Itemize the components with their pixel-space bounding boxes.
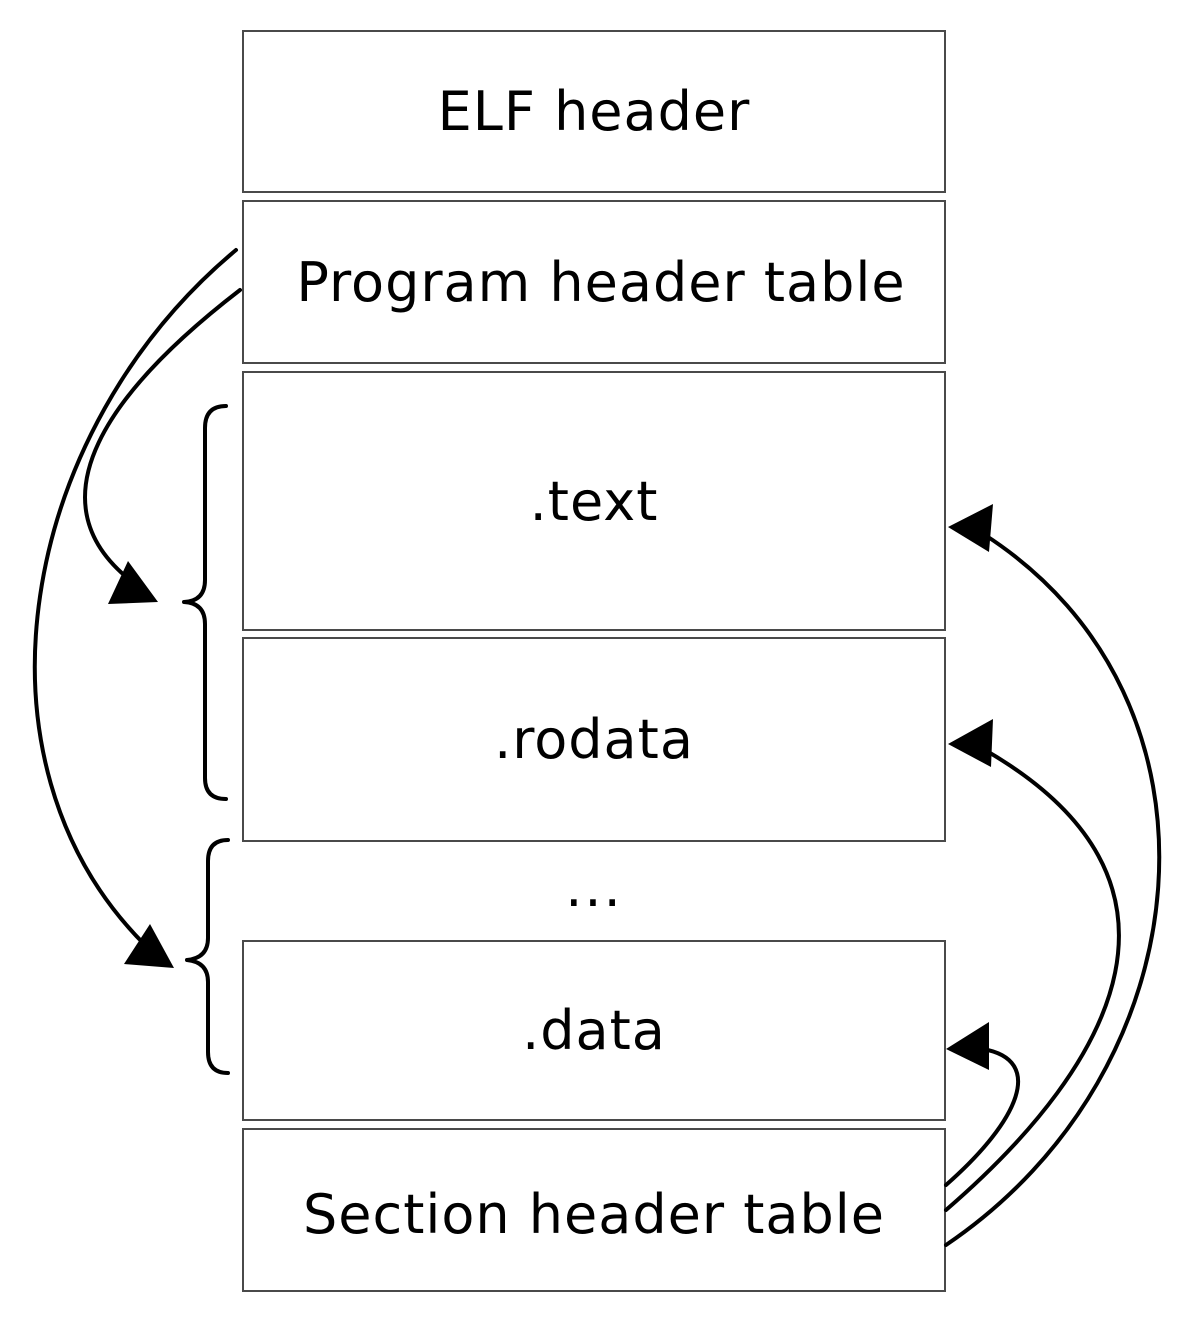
- text-section-block: .text: [242, 371, 946, 631]
- arrowhead-to-rodata: [948, 719, 993, 767]
- section-header-table-block: Section header table: [242, 1128, 946, 1292]
- data-section-block: .data: [242, 940, 946, 1121]
- sht-arrow-text-line: [944, 533, 1162, 1247]
- elf-header-label: ELF header: [437, 80, 751, 143]
- sht-arrow-data-line: [944, 1047, 1021, 1187]
- arrowhead-to-data: [946, 1022, 989, 1070]
- arrowhead-to-text: [948, 504, 993, 552]
- pht-arrow-inner-line: [83, 288, 242, 582]
- sht-arrow-rodata-line: [944, 748, 1121, 1212]
- pht-arrow-outer-line: [32, 248, 238, 947]
- segment-brace-lower: [185, 838, 230, 1075]
- arrowhead-to-text-segment: [108, 561, 158, 604]
- program-header-table-label: Program header table: [296, 250, 906, 314]
- elf-header-block: ELF header: [242, 30, 946, 193]
- section-header-table-label: Section header table: [303, 1182, 885, 1246]
- rodata-section-label: .rodata: [494, 708, 694, 771]
- segment-brace-upper: [182, 404, 228, 801]
- rodata-section-block: .rodata: [242, 637, 946, 842]
- ellipsis-text: ...: [565, 856, 623, 919]
- data-section-label: .data: [522, 999, 666, 1062]
- arrowhead-to-data-segment: [124, 924, 174, 968]
- program-header-table-block: Program header table: [242, 200, 946, 364]
- text-section-label: .text: [529, 469, 659, 533]
